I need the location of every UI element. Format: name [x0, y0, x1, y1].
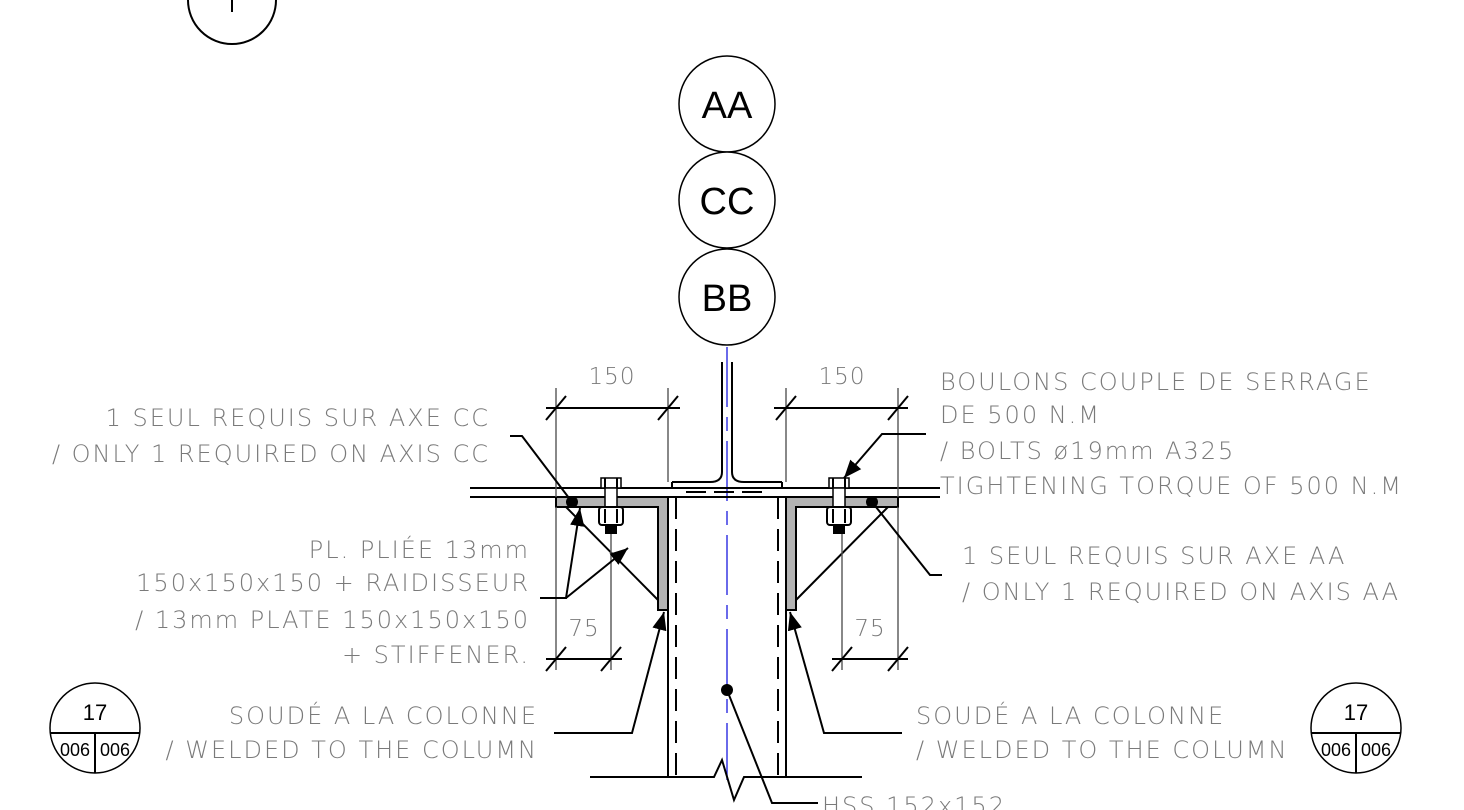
- grid-bubble-label: CC: [700, 181, 755, 223]
- dimension-left-150: 150: [545, 364, 680, 497]
- note-line: SOUDÉ A LA COLONNE: [916, 701, 1225, 730]
- grid-bubble-aa: AA: [678, 55, 776, 153]
- note-line: / WELDED TO THE COLUMN: [916, 736, 1288, 764]
- dimension-right-150: 150: [774, 364, 909, 497]
- note-left-top: 1 SEUL REQUIS SUR AXE CC / ONLY 1 REQUIR…: [52, 404, 490, 468]
- detail-reference-right: 17 006 006: [1310, 682, 1402, 774]
- dimension-text: 75: [568, 616, 599, 642]
- dimension-text: 150: [819, 364, 866, 390]
- dimension-right-75: 75: [831, 507, 909, 672]
- note-line: TIGHTENING TORQUE OF 500 N.M: [940, 472, 1403, 500]
- note-column-section: HSS 152x152: [822, 792, 1006, 810]
- note-line: SOUDÉ A LA COLONNE: [229, 701, 538, 730]
- note-line: DE 500 N.M: [940, 401, 1101, 429]
- detail-sheet: 006: [100, 740, 130, 760]
- grid-bubble-cc: CC: [678, 151, 776, 249]
- note-right-mid: 1 SEUL REQUIS SUR AXE AA / ONLY 1 REQUIR…: [962, 542, 1400, 606]
- dimension-text: 150: [589, 364, 636, 390]
- grid-bubble-label: BB: [702, 278, 753, 320]
- detail-sheet: 006: [1361, 740, 1391, 760]
- partial-bubble-top-left: [187, 0, 277, 45]
- note-right-top: BOULONS COUPLE DE SERRAGE DE 500 N.M / B…: [940, 368, 1403, 500]
- note-line: / ONLY 1 REQUIRED ON AXIS AA: [962, 578, 1400, 606]
- grid-bubble-bb: BB: [678, 248, 776, 346]
- detail-number: 17: [1344, 700, 1368, 725]
- dimension-text: 75: [854, 616, 885, 642]
- right-bolt: [826, 477, 852, 534]
- note-line: 1 SEUL REQUIS SUR AXE CC: [106, 404, 490, 432]
- note-line: + STIFFENER.: [342, 641, 530, 669]
- beam: [470, 362, 940, 498]
- detail-number: 17: [83, 700, 107, 725]
- detail-sheet: 006: [60, 740, 90, 760]
- note-line: BOULONS COUPLE DE SERRAGE: [940, 368, 1372, 396]
- note-weld-right: SOUDÉ A LA COLONNE / WELDED TO THE COLUM…: [916, 701, 1288, 764]
- note-line: / BOLTS ø19mm A325: [940, 437, 1235, 465]
- note-line: / 13mm PLATE 150x150x150: [135, 606, 530, 634]
- note-line: / ONLY 1 REQUIRED ON AXIS CC: [52, 440, 490, 468]
- hss-column: [590, 497, 862, 803]
- note-line: 150x150x150 + RAIDISSEUR: [136, 569, 530, 597]
- note-line: / WELDED TO THE COLUMN: [166, 736, 538, 764]
- note-line: PL. PLIÉE 13mm: [309, 535, 530, 564]
- note-line: 1 SEUL REQUIS SUR AXE AA: [962, 542, 1346, 570]
- note-plate: PL. PLIÉE 13mm 150x150x150 + RAIDISSEUR …: [135, 535, 530, 669]
- left-bolt: [598, 477, 624, 534]
- leader-lines: [510, 433, 942, 804]
- detail-reference-left: 17 006 006: [49, 682, 141, 774]
- grid-bubble-label: AA: [702, 85, 753, 127]
- note-weld-left: SOUDÉ A LA COLONNE / WELDED TO THE COLUM…: [166, 701, 538, 764]
- detail-sheet: 006: [1321, 740, 1351, 760]
